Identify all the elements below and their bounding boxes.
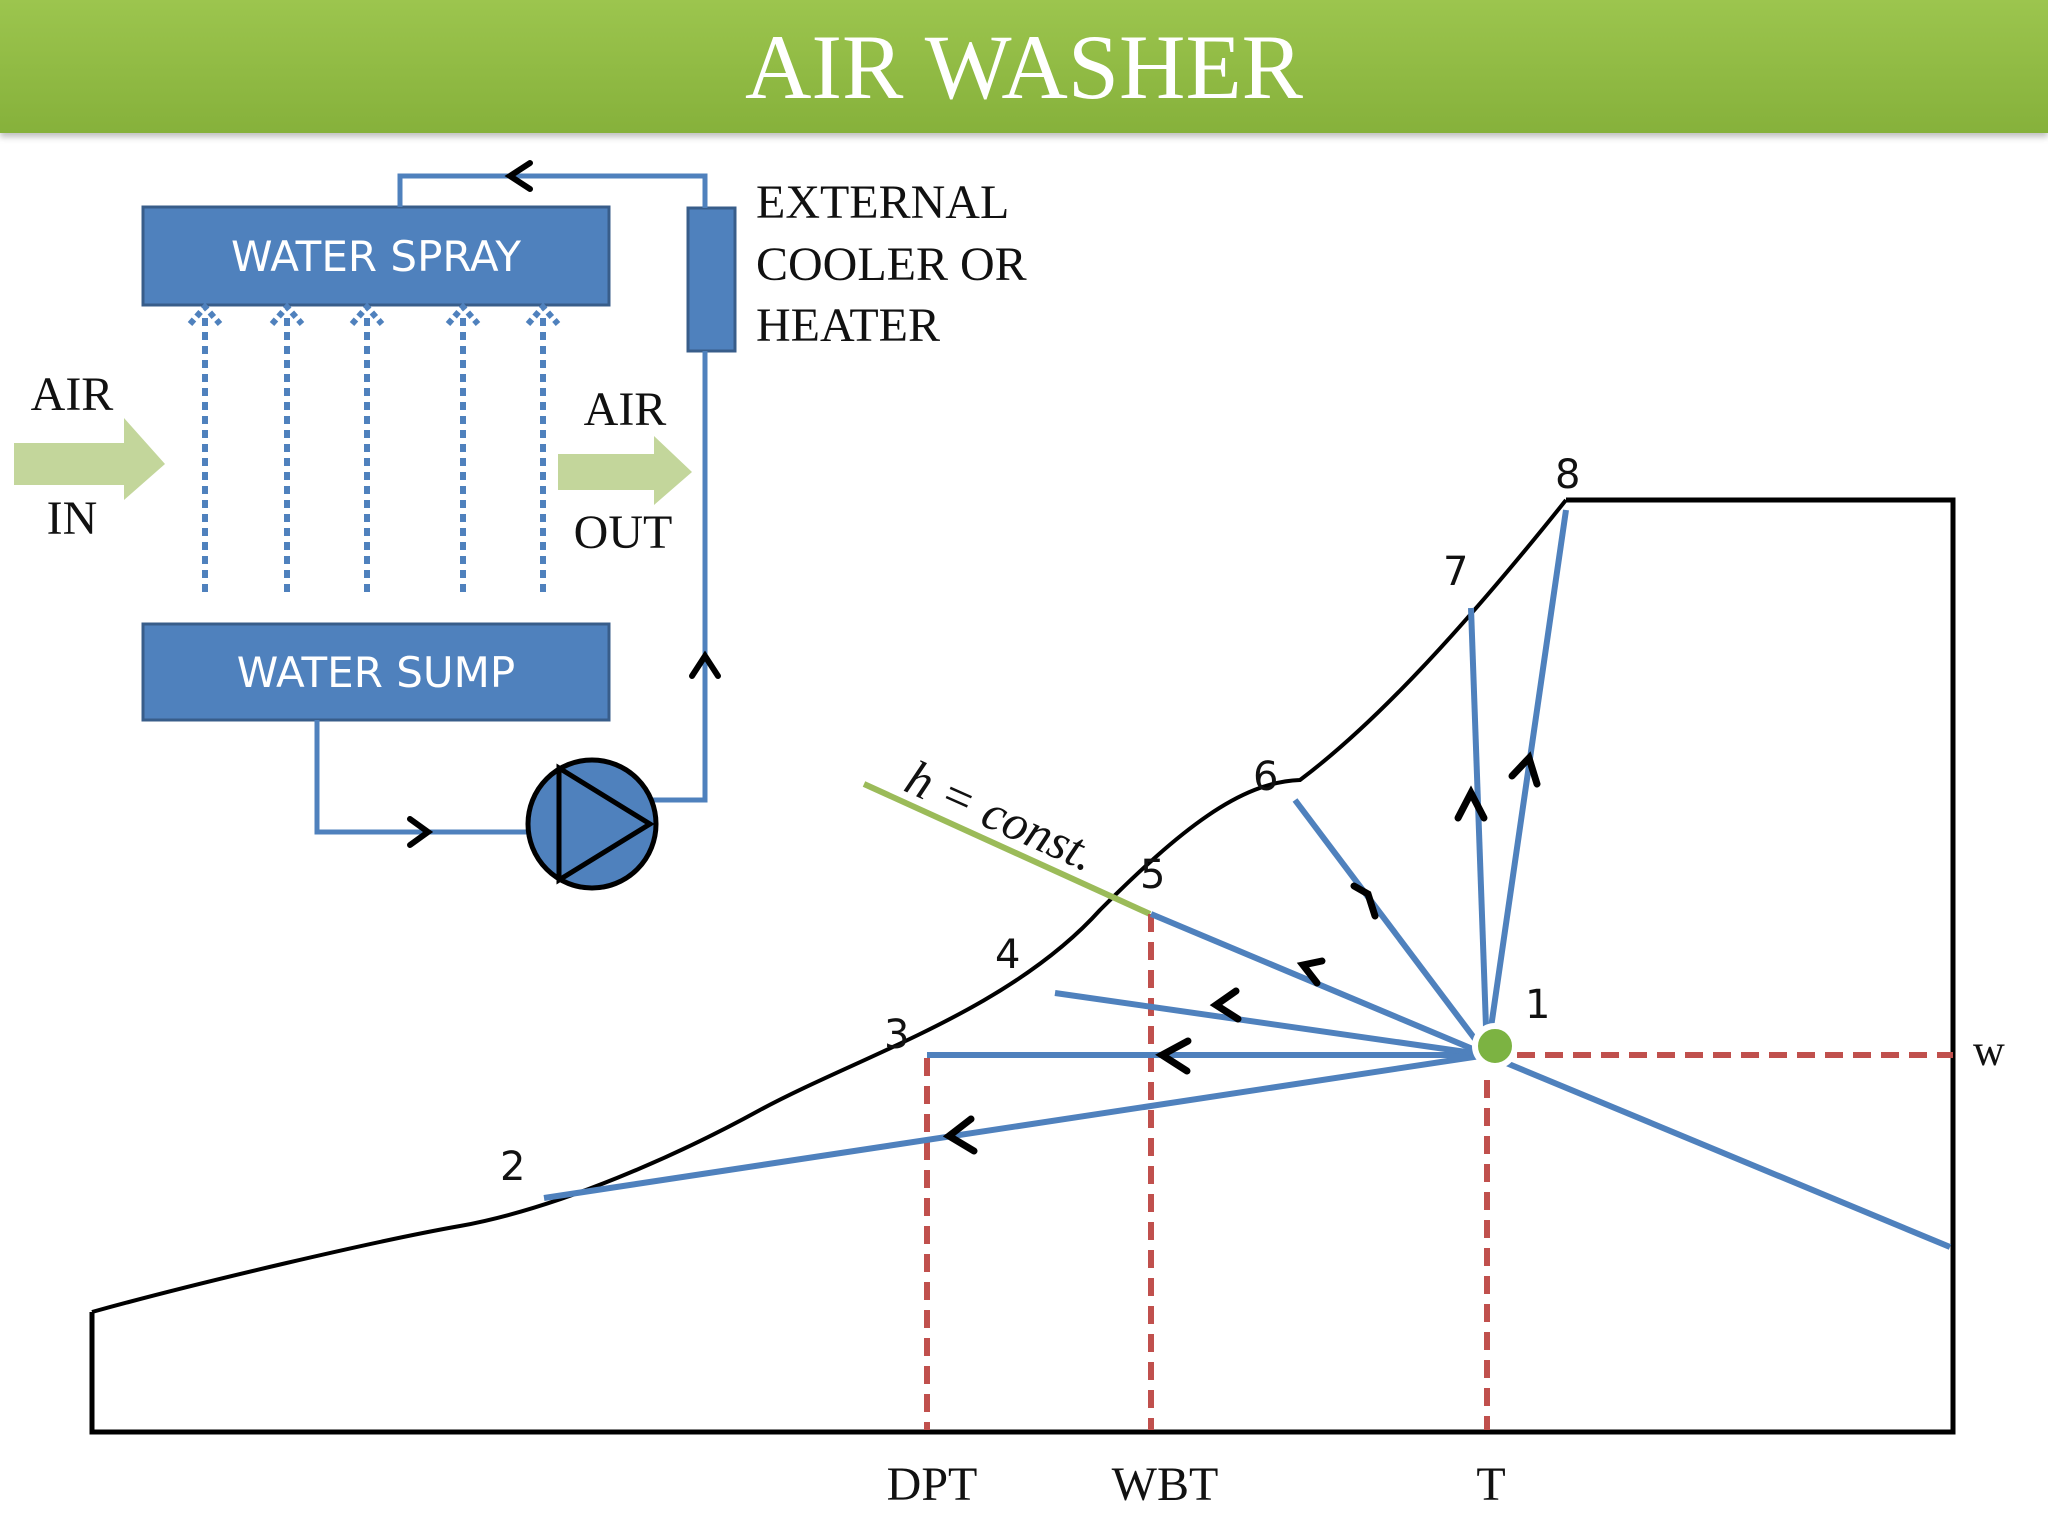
schematic: WATER SPRAY WATER SUMP EXTERNAL COOLER O… <box>14 160 1027 891</box>
x-label-t: T <box>1476 1458 1505 1511</box>
water-sump-label: WATER SUMP <box>237 648 515 697</box>
air-in-label-bottom: IN <box>47 492 98 545</box>
water-sump-box <box>141 622 611 722</box>
psychrometric-chart: h = const. <box>89 452 2005 1511</box>
reference-dashed-lines <box>924 914 1953 1430</box>
external-label-line-1: EXTERNAL <box>756 176 1009 229</box>
air-in-arrow-icon <box>14 418 165 500</box>
process-arrow-icon <box>942 751 1541 1155</box>
air-in-label-top: AIR <box>31 368 114 421</box>
page-title: AIR WASHER <box>744 16 1304 118</box>
w-label: w <box>1973 1026 2005 1075</box>
process-lines <box>543 509 1952 1250</box>
air-out-label-bottom: OUT <box>574 506 673 559</box>
point-labels: 1 2 3 4 5 6 7 8 <box>500 452 1580 1190</box>
point-label-2: 2 <box>500 1144 525 1190</box>
saturation-curve <box>91 498 1568 1314</box>
external-label-line-2: COOLER OR <box>756 238 1027 291</box>
point-label-8: 8 <box>1555 452 1580 498</box>
chart-frame <box>89 497 1956 1435</box>
air-out-arrow-icon <box>558 436 692 505</box>
external-cooler-box <box>686 206 737 353</box>
point-label-4: 4 <box>995 932 1020 978</box>
state-point-1 <box>1472 1023 1518 1069</box>
point-label-5: 5 <box>1140 852 1165 898</box>
pump-icon <box>525 757 659 891</box>
point-label-7: 7 <box>1443 549 1468 595</box>
water-piping <box>314 173 708 835</box>
flow-arrow-icon <box>407 160 721 848</box>
spray-arrowheads <box>187 302 561 326</box>
point-label-1: 1 <box>1525 982 1550 1028</box>
external-label-line-3: HEATER <box>756 299 940 352</box>
x-label-wbt: WBT <box>1112 1458 1219 1511</box>
title-bar: AIR WASHER <box>0 0 2048 133</box>
air-out-label-top: AIR <box>584 383 667 436</box>
enthalpy-line <box>862 781 1152 917</box>
x-label-dpt: DPT <box>887 1458 978 1511</box>
point-label-6: 6 <box>1253 754 1278 800</box>
spray-lines <box>202 312 546 592</box>
point-label-3: 3 <box>884 1012 909 1058</box>
water-spray-label: WATER SPRAY <box>231 232 521 281</box>
water-spray-box <box>141 205 611 307</box>
